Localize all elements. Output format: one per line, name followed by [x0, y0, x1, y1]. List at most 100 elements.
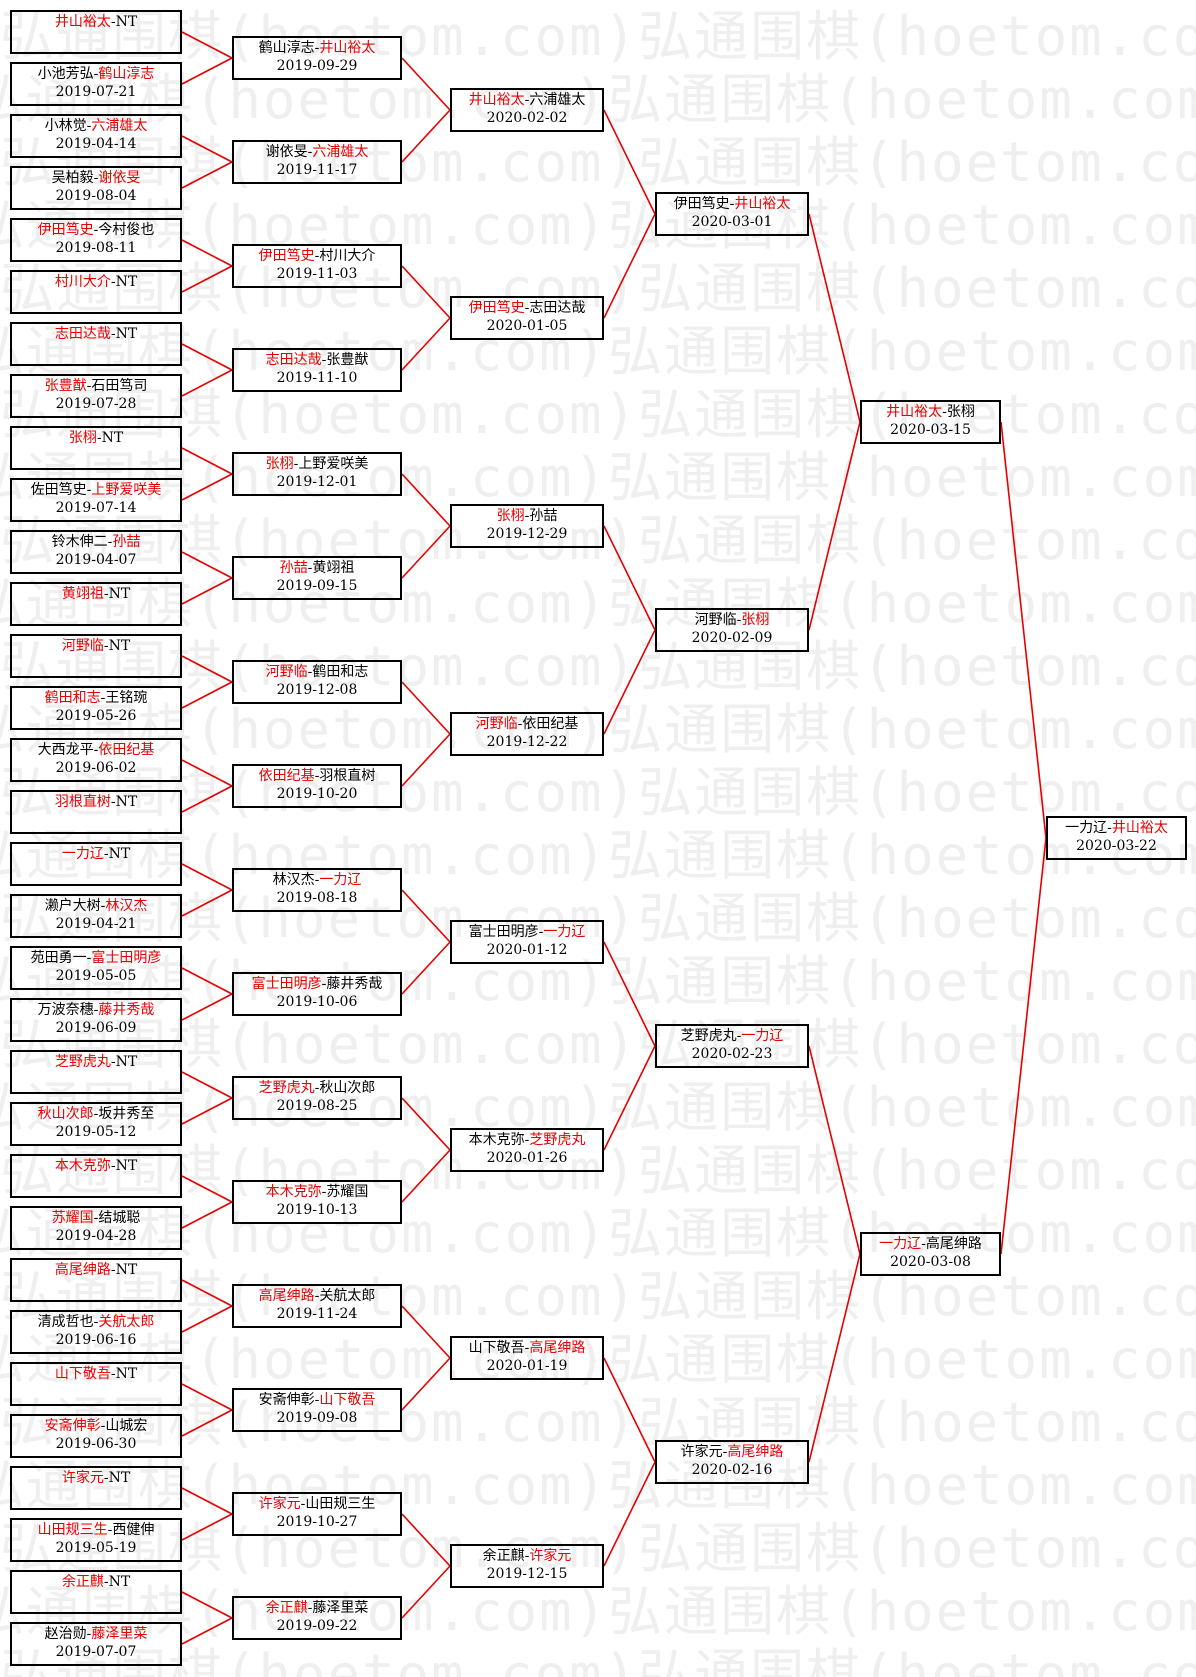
- player-name: 高尾绅路: [925, 1236, 982, 1252]
- player-name: 小林觉: [44, 118, 87, 134]
- separator: -: [517, 716, 523, 732]
- player-name: NT: [108, 1470, 131, 1486]
- player-name: 林汉杰: [272, 872, 315, 888]
- match-players: 志田达哉-张豊猷: [234, 351, 400, 369]
- match-players: 吴柏毅-谢依旻: [12, 169, 180, 187]
- match-date: 2019-06-09: [55, 1020, 137, 1036]
- match-box: 许家元-NT: [10, 1466, 182, 1510]
- match-date: 2020-03-15: [890, 422, 971, 438]
- separator: -: [103, 638, 109, 654]
- player-name: 芝野虎丸: [54, 1054, 111, 1070]
- connector-line: [603, 525, 656, 631]
- player-name: 余正麒: [265, 1600, 308, 1616]
- connector-line: [401, 1305, 451, 1359]
- match-box: 河野临-NT: [10, 634, 182, 678]
- match-date: 2019-06-02: [55, 760, 137, 776]
- match-players: 余正麒-许家元: [452, 1547, 602, 1565]
- separator: -: [1107, 820, 1112, 836]
- separator: -: [524, 92, 530, 108]
- match-box: 张栩-NT: [10, 426, 182, 470]
- match-players: 一力辽-高尾绅路: [862, 1235, 999, 1253]
- match-players: 秋山次郎-坂井秀至: [12, 1105, 180, 1123]
- connector-line: [181, 31, 233, 59]
- player-name: 清成哲也: [37, 1314, 94, 1330]
- player-name: 富士田明彦: [251, 976, 322, 992]
- connector-line: [181, 161, 233, 189]
- connector-line: [181, 57, 233, 85]
- match-date: 2019-09-15: [276, 578, 358, 594]
- player-name: 孙喆: [112, 534, 141, 550]
- connector-line: [181, 655, 233, 683]
- player-name: 藤泽里菜: [312, 1600, 369, 1616]
- match-players: 苏耀国-结城聪: [12, 1209, 180, 1227]
- match-players: 伊田笃史-村川大介: [234, 247, 400, 265]
- player-name: 孙喆: [279, 560, 308, 576]
- connector-line: [603, 109, 656, 215]
- match-date: 2020-03-22: [1076, 838, 1157, 854]
- connector-line: [808, 1045, 861, 1255]
- player-name: 黄翊祖: [312, 560, 355, 576]
- match-date: 2019-05-26: [55, 708, 137, 724]
- match-players: 伊田笃史-今村俊也: [12, 221, 180, 239]
- player-name: 佐田笃史: [30, 482, 87, 498]
- separator: -: [107, 534, 113, 550]
- connector-line: [181, 681, 233, 709]
- separator: -: [93, 170, 99, 186]
- player-name: 许家元: [258, 1496, 301, 1512]
- match-date: 2019-12-15: [486, 1566, 568, 1582]
- separator: -: [293, 456, 299, 472]
- player-name: 余正麒: [482, 1548, 525, 1564]
- match-box: 高尾绅路-NT: [10, 1258, 182, 1302]
- match-date: 2019-12-29: [486, 526, 568, 542]
- match-date: 2019-09-08: [276, 1410, 358, 1426]
- player-name: NT: [115, 274, 138, 290]
- separator: -: [93, 1106, 99, 1122]
- match-date: 2019-04-28: [55, 1228, 137, 1244]
- match-players: 余正麒-NT: [12, 1573, 180, 1591]
- player-name: 芝野虎丸: [680, 1028, 737, 1044]
- player-name: 富士田明彦: [91, 950, 162, 966]
- match-players: 苑田勇一-富士田明彦: [12, 949, 180, 967]
- match-date: 2019-07-14: [55, 500, 137, 516]
- player-name: 依田纪基: [522, 716, 579, 732]
- connector-line: [181, 343, 233, 371]
- separator: -: [93, 1314, 99, 1330]
- connector-line: [181, 1097, 233, 1125]
- player-name: 苑田勇一: [30, 950, 87, 966]
- match-box: 村川大介-NT: [10, 270, 182, 314]
- player-name: 伊田笃史: [258, 248, 315, 264]
- player-name: 藤井秀哉: [326, 976, 383, 992]
- connector-line: [181, 785, 233, 813]
- player-name: 张栩: [946, 404, 975, 420]
- player-name: 谢依旻: [98, 170, 141, 186]
- match-players: 许家元-山田规三生: [234, 1495, 400, 1513]
- match-date: 2020-01-05: [486, 318, 568, 334]
- match-box: 山下敬吾-NT: [10, 1362, 182, 1406]
- match-players: 井山裕太-张栩: [862, 403, 999, 421]
- match-players: 山下敬吾-高尾绅路: [452, 1339, 602, 1357]
- connector-line: [181, 1071, 233, 1099]
- player-name: 万波奈穗: [37, 1002, 94, 1018]
- player-name: 村川大介: [319, 248, 376, 264]
- connector-line: [401, 733, 451, 787]
- separator: -: [524, 1340, 530, 1356]
- connector-line: [401, 1565, 451, 1619]
- player-name: 张栩: [741, 612, 770, 628]
- match-date: 2020-01-26: [486, 1150, 568, 1166]
- match-date: 2019-07-28: [55, 396, 137, 412]
- player-name: NT: [115, 14, 138, 30]
- player-name: 一力辽: [543, 924, 586, 940]
- player-name: 河野临: [265, 664, 308, 680]
- separator: -: [314, 40, 320, 56]
- connector-line: [401, 265, 451, 319]
- connector-line: [808, 213, 861, 423]
